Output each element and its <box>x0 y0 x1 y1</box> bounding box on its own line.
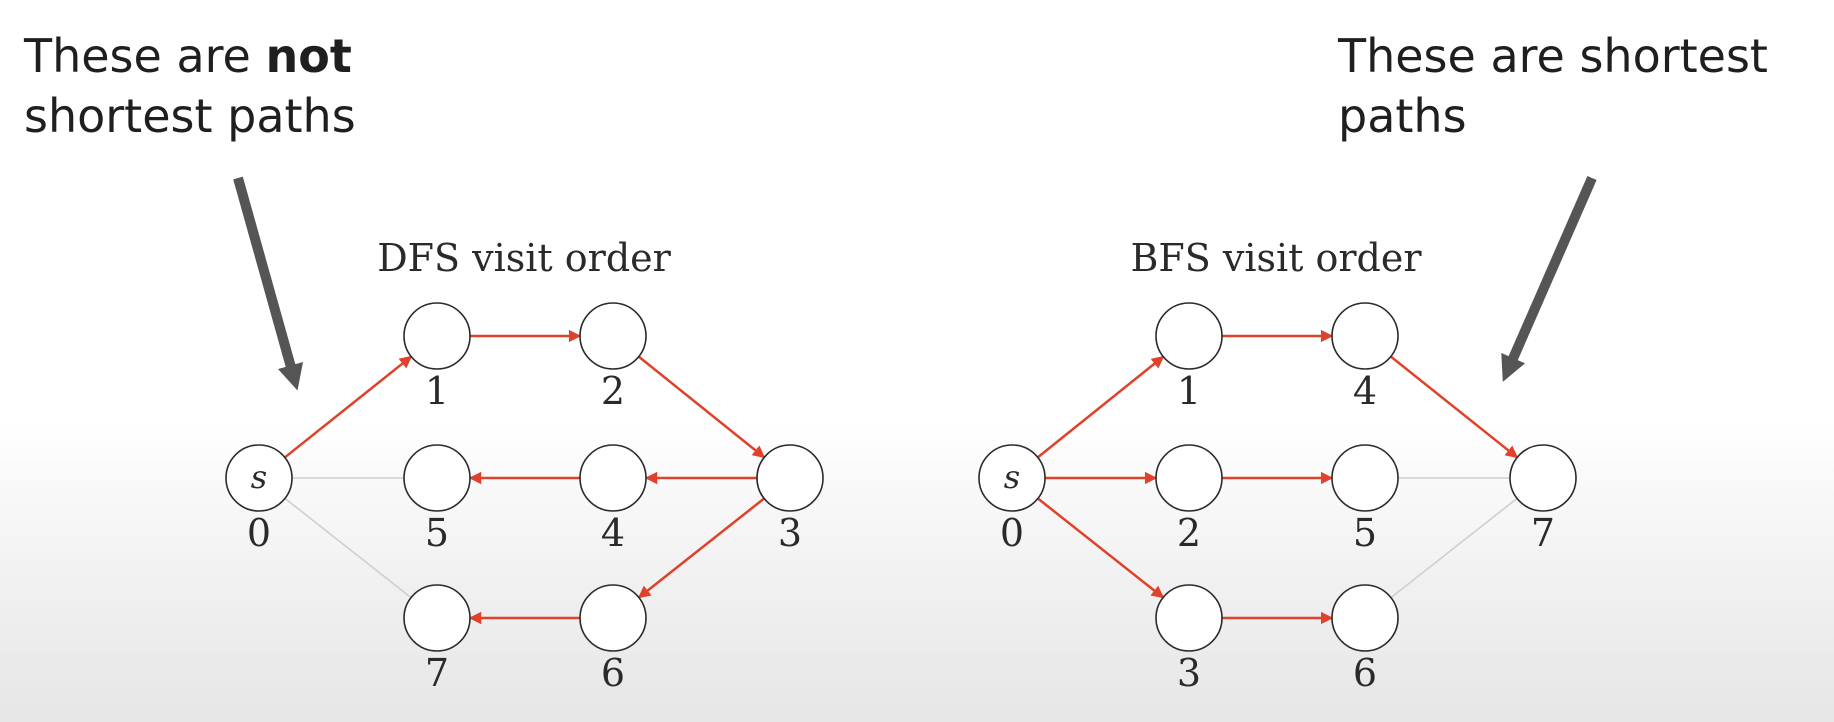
dfs-node-5 <box>403 444 471 512</box>
bfs-node-5 <box>1331 444 1399 512</box>
dfs-nodes: s <box>225 302 824 652</box>
bfs-node-6 <box>1331 584 1399 652</box>
dfs-tree-edge-0 <box>284 355 413 459</box>
dfs-source-symbol: s <box>251 458 267 496</box>
dfs-title: DFS visit order <box>377 236 671 280</box>
bfs-graph: BFS visit order s 0 1 4 7 5 2 6 3 <box>978 236 1577 695</box>
dfs-tree-edge-5 <box>637 497 765 599</box>
pointer-arrow-left <box>233 176 304 391</box>
caption-left-bold-not: not <box>265 29 352 83</box>
dfs-label-5: 5 <box>425 511 449 555</box>
dfs-label-s: 0 <box>247 511 271 555</box>
bfs-source-symbol: s <box>1004 458 1020 496</box>
bfs-nodes: s <box>978 302 1577 652</box>
dfs-other-edge-1 <box>284 497 412 599</box>
bfs-tree-edge-2 <box>1037 497 1165 599</box>
dfs-label-4: 4 <box>601 511 625 555</box>
dfs-node-7 <box>403 584 471 652</box>
bfs-node-3 <box>1155 584 1223 652</box>
bfs-node-2 <box>1155 444 1223 512</box>
bfs-label-2: 2 <box>1177 511 1201 555</box>
caption-not-shortest: These are not shortest paths <box>24 26 356 146</box>
dfs-node-4 <box>579 444 647 512</box>
bfs-labels: 0 1 4 7 5 2 6 3 <box>1000 369 1555 695</box>
dfs-node-1 <box>403 302 471 370</box>
dfs-label-3: 3 <box>778 511 802 555</box>
pointer-arrow-right <box>1501 175 1597 382</box>
bfs-tree-edge-0 <box>1036 355 1165 459</box>
dfs-node-2 <box>579 302 647 370</box>
bfs-other-edge-1 <box>1390 497 1518 599</box>
bfs-label-1: 1 <box>1177 369 1201 413</box>
bfs-node-1 <box>1155 302 1223 370</box>
caption-shortest: These are shortest paths <box>1338 26 1768 146</box>
dfs-label-6: 6 <box>601 651 625 695</box>
dfs-label-7: 7 <box>425 651 449 695</box>
bfs-title: BFS visit order <box>1130 236 1422 280</box>
caption-right-line2: paths <box>1338 89 1467 143</box>
caption-right-line1: These are shortest <box>1338 29 1768 83</box>
dfs-graph: DFS visit order s 0 1 2 3 4 5 6 7 <box>225 236 824 695</box>
bfs-node-4 <box>1331 302 1399 370</box>
dfs-label-1: 1 <box>425 369 449 413</box>
bfs-label-5: 5 <box>1353 511 1377 555</box>
bfs-node-s <box>978 444 1046 512</box>
bfs-label-6: 6 <box>1353 651 1377 695</box>
bfs-label-3: 3 <box>1177 651 1201 695</box>
bfs-label-s: 0 <box>1000 511 1024 555</box>
dfs-tree-edge-2 <box>637 355 766 459</box>
dfs-edges <box>284 329 766 625</box>
caption-left-line1: These are not <box>24 26 356 86</box>
bfs-label-7: 7 <box>1531 511 1555 555</box>
caption-left-text: These are <box>24 29 266 83</box>
bfs-edges <box>1036 329 1519 625</box>
bfs-node-7 <box>1509 444 1577 512</box>
dfs-node-s <box>225 444 293 512</box>
dfs-labels: 0 1 2 3 4 5 6 7 <box>247 369 802 695</box>
caption-left-line2: shortest paths <box>24 89 356 143</box>
dfs-label-2: 2 <box>601 369 625 413</box>
bfs-tree-edge-4 <box>1390 355 1519 459</box>
dfs-node-6 <box>579 584 647 652</box>
bfs-label-4: 4 <box>1353 369 1377 413</box>
dfs-node-3 <box>756 444 824 512</box>
